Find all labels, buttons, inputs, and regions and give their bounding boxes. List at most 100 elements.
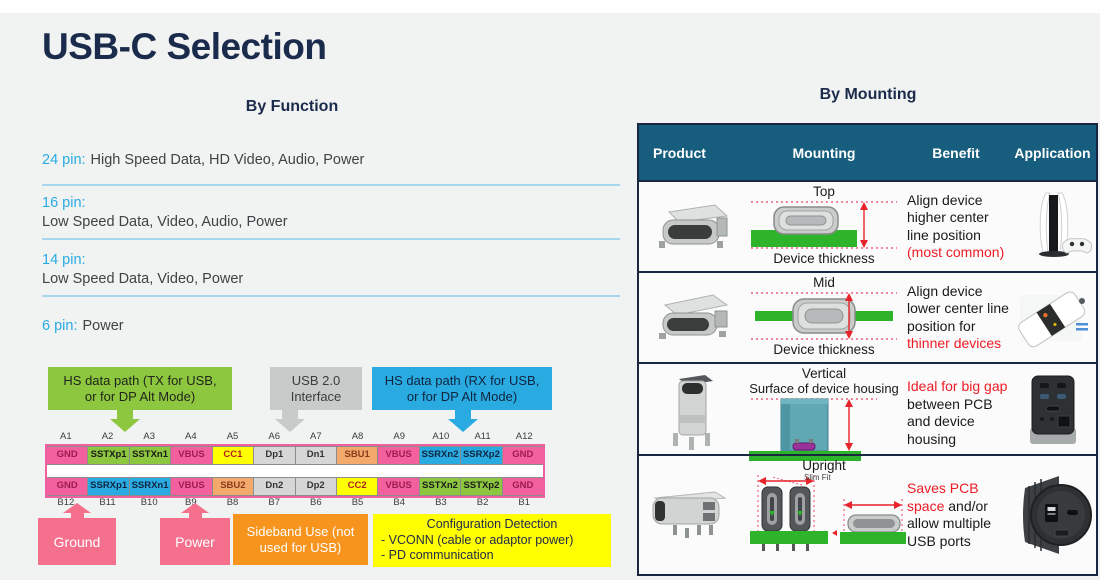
- table-row-mid: Mid Device thickness Align device lower …: [639, 271, 1096, 362]
- table-row-vertical: Vertical Surface of device housing Ideal…: [639, 362, 1096, 461]
- pin-count-label: 6 pin:: [42, 318, 78, 334]
- device-thickness-label: Device thickness: [773, 342, 875, 357]
- legend-configuration: Configuration Detection - VCONN (cable o…: [373, 514, 611, 567]
- pin-position-label: A12: [515, 431, 533, 442]
- pin-count-label: 14 pin:: [42, 252, 86, 268]
- pin-cell: SSRXn1: [129, 478, 172, 495]
- by-function-heading: By Function: [245, 98, 339, 115]
- pin-position-label: B12: [57, 497, 75, 508]
- pin-cell: SSTXp2: [461, 478, 503, 495]
- pin-option-desc: Low Speed Data, Video, Audio, Power: [42, 214, 288, 230]
- pin-position-label: A5: [226, 431, 239, 442]
- benefit-text: and/or allow multiple USB ports: [907, 497, 992, 549]
- pin-cell: VBUS: [378, 478, 420, 495]
- pin-position-label: B10: [140, 497, 158, 508]
- benefit-highlight: (most common): [907, 244, 1005, 260]
- pin-cell: SSTXn2: [419, 478, 462, 495]
- pin-option-16: 16 pin: Low Speed Data, Video, Audio, Po…: [42, 194, 620, 232]
- top-mount-connector-photo: [659, 203, 729, 248]
- pin-position-label: B3: [435, 497, 447, 508]
- pin-position-label: A10: [432, 431, 450, 442]
- pin-cell: SSRXp2: [461, 447, 503, 464]
- benefit-cell: Saves PCB space and/or allow multiple US…: [903, 456, 1009, 574]
- pin-option-24: 24 pin:High Speed Data, HD Video, Audio,…: [42, 151, 620, 170]
- down-arrow-gray-icon: [275, 410, 305, 432]
- pin-cell: GND: [47, 447, 89, 464]
- pin-position-label: A6: [268, 431, 280, 442]
- mounting-type-label: Vertical: [801, 366, 847, 381]
- product-cell: [639, 273, 745, 362]
- application-cell: [1009, 456, 1096, 574]
- mid-mount-connector-photo: [659, 293, 729, 339]
- pin-cell: GND: [47, 478, 89, 495]
- pin-position-label: A2: [101, 431, 114, 442]
- pin-position-label: A1: [60, 431, 72, 442]
- benefit-cell: Ideal for big gap between PCB and device…: [903, 364, 1009, 462]
- table-row-top: Top Device thickness Align device higher…: [639, 180, 1096, 271]
- pin-row-gap: [47, 465, 543, 477]
- product-cell: [639, 182, 745, 271]
- application-cell: [1009, 182, 1096, 271]
- pin-cell: VBUS: [171, 447, 213, 464]
- legend-config-title: Configuration Detection: [426, 517, 558, 531]
- pin-count-label: 16 pin:: [42, 195, 86, 211]
- usb2-box: USB 2.0 Interface: [270, 367, 362, 410]
- legend-config-vconn: - VCONN (cable or adaptor power): [381, 532, 574, 547]
- benefit-text: Align device higher center line position: [907, 191, 989, 243]
- tx-path-box: HS data path (TX for USB, or for DP Alt …: [48, 367, 232, 410]
- col-application: Application: [1014, 144, 1091, 161]
- product-cell: [639, 456, 745, 574]
- up-arrow-power-icon: [181, 503, 209, 518]
- legend-sideband: Sideband Use (not used for USB): [233, 514, 368, 565]
- pin-position-label: B9: [185, 497, 197, 508]
- pin-option-desc: Power: [82, 318, 124, 334]
- vertical-mount-diagram: [749, 398, 877, 461]
- benefit-text: Align device lower center line position …: [907, 282, 1009, 334]
- pin-cell: SBU2: [212, 478, 255, 495]
- mid-mount-diagram: [751, 292, 897, 340]
- pin-position-label: A7: [310, 431, 322, 442]
- pin-position-label: A8: [351, 431, 364, 442]
- pin-position-label: B6: [310, 497, 322, 508]
- col-benefit: Benefit: [932, 144, 980, 161]
- table-row-upright: Upright Slim Fit: [639, 454, 1096, 574]
- upright-diagram-wrap: Slim Fit: [742, 473, 908, 558]
- pin-cell: GND: [502, 478, 544, 495]
- legend-ground: Ground: [38, 518, 116, 565]
- rx-path-box: HS data path (RX for USB, or for DP Alt …: [372, 367, 552, 410]
- pin-position-label: B4: [393, 497, 406, 508]
- pin-cell: Dp1: [254, 447, 296, 464]
- mounting-type-label: Mid: [813, 275, 835, 290]
- pin-cell: SBU1: [336, 447, 379, 464]
- mounting-table: Product Mounting Benefit Application Top: [637, 123, 1098, 576]
- divider-line: [42, 184, 620, 186]
- benefit-text: between PCB and device housing: [907, 395, 993, 447]
- pin-position-label: B11: [99, 497, 116, 508]
- upright-mount-connector-photo: [652, 491, 727, 538]
- pin-position-label: A11: [474, 431, 491, 442]
- game-console-image: [1038, 192, 1092, 257]
- col-product: Product: [653, 144, 706, 161]
- pin-cell: SSTXp1: [88, 447, 130, 464]
- divider-line: [42, 238, 620, 240]
- pin-position-label: B7: [268, 497, 280, 508]
- pin-position-label: A9: [393, 431, 406, 442]
- benefit-highlight: thinner devices: [907, 335, 1002, 351]
- top-mount-diagram: [751, 201, 897, 249]
- pin-cell: Dp2: [295, 478, 337, 495]
- vertical-mount-connector-photo: [673, 375, 713, 450]
- mounting-cell: Top Device thickness: [745, 182, 903, 271]
- pin-count-label: 24 pin:: [42, 152, 86, 168]
- benefit-cell: Align device lower center line position …: [903, 273, 1009, 362]
- legend-power: Power: [160, 518, 230, 565]
- surface-of-housing-label: Surface of device housing: [749, 381, 899, 396]
- pin-cell: VBUS: [378, 447, 420, 464]
- mounting-table-header: Product Mounting Benefit Application: [639, 125, 1096, 180]
- pin-position-label: B5: [351, 497, 364, 508]
- pin-cell: SSRXn2: [419, 447, 462, 464]
- pin-cell: Dn2: [254, 478, 296, 495]
